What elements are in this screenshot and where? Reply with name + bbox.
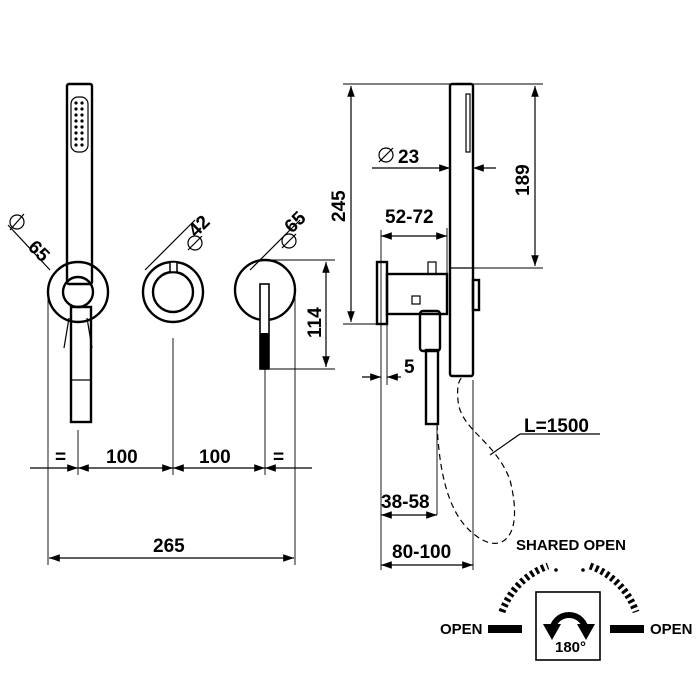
svg-text:245: 245 [329, 190, 350, 222]
height-245-dimension: 245 [329, 86, 355, 322]
svg-text:23: 23 [398, 147, 419, 168]
depth-38-58-dimension: 38-58 [381, 492, 437, 519]
height-114-dimension: 114 [270, 259, 335, 370]
mixer-front [233, 258, 297, 370]
depth-52-72-dimension: 52-72 [381, 207, 448, 274]
svg-text:65: 65 [23, 237, 53, 267]
svg-text:=: = [273, 447, 284, 468]
svg-text:100: 100 [106, 447, 138, 468]
open-left-marker [488, 625, 522, 633]
open-right-marker [610, 625, 644, 633]
svg-text:189: 189 [513, 164, 534, 196]
diameter-23-label: 23 [372, 147, 496, 172]
knob-rotation-icon: 180° [535, 591, 601, 661]
svg-text:100: 100 [199, 447, 231, 468]
height-189-dimension: 189 [513, 86, 539, 266]
diameter-center-label: 42 [144, 212, 215, 271]
diameter-left-label: 65 [7, 213, 54, 271]
spray-nozzles-icon [74, 101, 84, 147]
svg-text:OPEN: OPEN [650, 621, 693, 638]
svg-text:5: 5 [404, 357, 415, 378]
mixer-body-side [375, 260, 449, 426]
diameter-right-label: 65 [249, 207, 311, 271]
svg-text:42: 42 [185, 212, 215, 242]
handshower-side [448, 82, 481, 378]
shared-open-arc-right [588, 562, 640, 614]
svg-text:L=1500: L=1500 [524, 416, 589, 437]
side-view: 245 189 23 52-72 5 [329, 82, 600, 570]
shared-open-arc-left [498, 562, 550, 614]
hose-length-label: L=1500 [489, 416, 600, 456]
operation-diagram: SHARED OPEN OPEN OPEN 180° [440, 537, 693, 661]
handshower-holder-front [46, 82, 110, 424]
shower-hose [436, 375, 515, 544]
offset-5-dimension: 5 [362, 324, 415, 385]
svg-text:65: 65 [281, 207, 311, 237]
diverter-front [141, 260, 205, 324]
svg-text:SHARED OPEN: SHARED OPEN [516, 537, 626, 554]
svg-text:180°: 180° [555, 639, 586, 656]
svg-text:114: 114 [305, 307, 326, 338]
svg-text:OPEN: OPEN [440, 621, 483, 638]
svg-text:80-100: 80-100 [392, 542, 451, 563]
svg-text:38-58: 38-58 [381, 492, 430, 513]
spacing-dimension: = 100 100 = [30, 430, 312, 475]
svg-text:=: = [55, 447, 66, 468]
depth-80-100-dimension: 80-100 [381, 542, 473, 569]
svg-text:265: 265 [153, 536, 185, 557]
front-view: 65 42 65 114 = 100 [7, 82, 335, 565]
svg-text:52-72: 52-72 [385, 207, 434, 228]
total-width-dimension: 265 [49, 536, 294, 562]
